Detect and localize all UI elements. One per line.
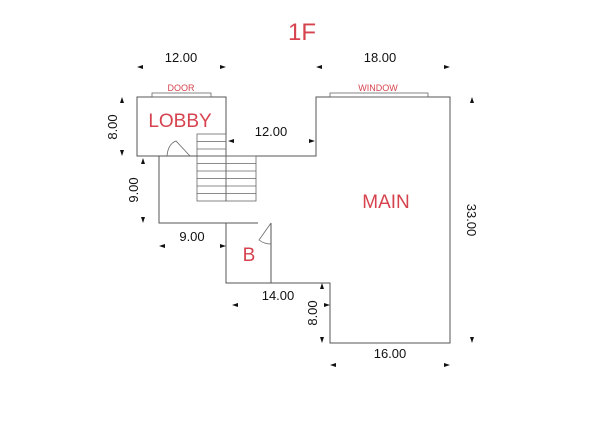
window-marker xyxy=(329,92,429,98)
door-marker xyxy=(151,92,212,98)
room-label-main: MAIN xyxy=(362,192,410,213)
dim-main-width: 18.00 xyxy=(364,50,397,65)
dim-main-bottom-width: 16.00 xyxy=(374,346,407,361)
dim-main-step-height: 8.00 xyxy=(305,300,320,325)
dim-main-height: 33.00 xyxy=(464,204,479,237)
dim-corridor-height: 9.00 xyxy=(126,177,141,202)
room-label-lobby: LOBBY xyxy=(148,111,212,132)
b-door-swing xyxy=(258,222,272,245)
dimension-arrows xyxy=(120,65,474,367)
door-label: DOOR xyxy=(168,83,196,93)
dim-lobby-width: 12.00 xyxy=(165,50,198,65)
walls xyxy=(136,92,451,344)
window-label: WINDOW xyxy=(358,83,398,93)
dim-lobby-height: 8.00 xyxy=(105,114,120,139)
lobby-door-swing xyxy=(166,140,191,157)
dim-stair-gap-width: 12.00 xyxy=(255,124,288,139)
stairs xyxy=(196,133,257,202)
dim-b-to-main-width: 14.00 xyxy=(262,288,295,303)
outer-walls xyxy=(158,96,451,344)
dim-corridor-width: 9.00 xyxy=(179,229,204,244)
floor-title: 1F xyxy=(288,19,316,46)
room-label-b: B xyxy=(243,245,256,266)
